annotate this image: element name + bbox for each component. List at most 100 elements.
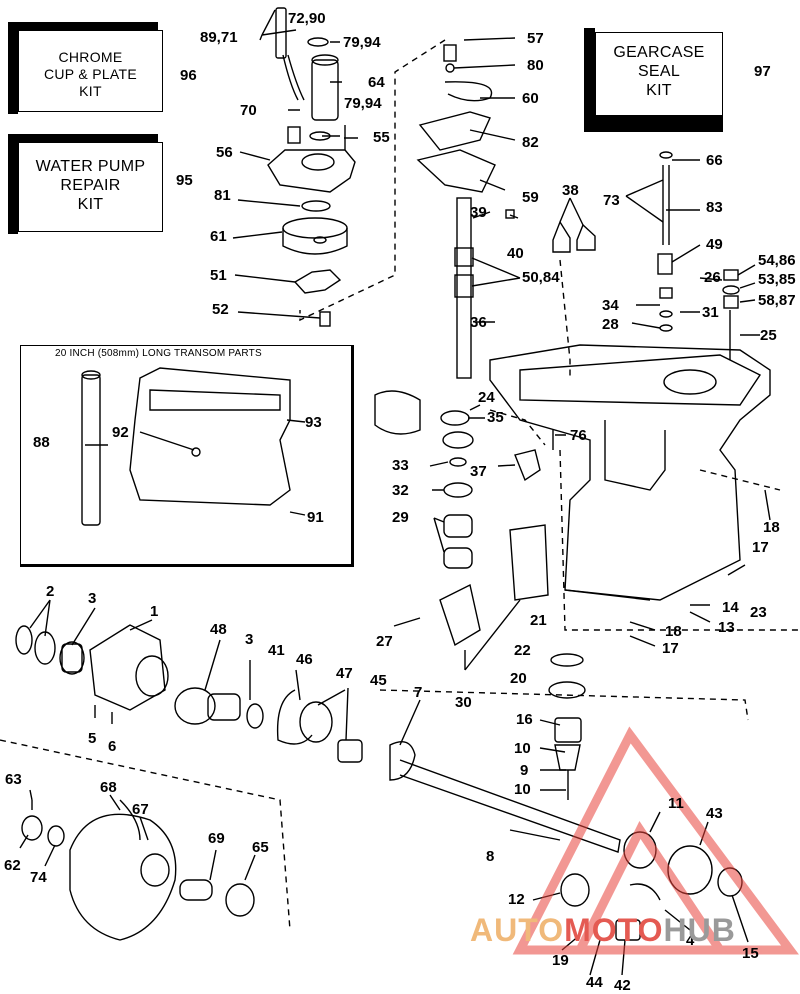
callout-4: 4	[686, 932, 695, 949]
callout-3b: 3	[245, 631, 254, 648]
callout-7: 7	[414, 684, 423, 701]
callout-18: 18	[763, 519, 780, 536]
callout-49: 49	[706, 236, 723, 253]
callout-65: 65	[252, 839, 269, 856]
callout-55: 55	[373, 129, 390, 146]
callout-15: 15	[742, 945, 759, 962]
callout-45: 45	[370, 672, 387, 689]
kit-label-line: WATER PUMP	[35, 158, 146, 175]
callout-43: 43	[706, 805, 723, 822]
callout-20: 20	[510, 670, 527, 687]
kit-label-line: KIT	[79, 83, 102, 99]
callout-32: 32	[392, 482, 409, 499]
callout-26: 26	[704, 269, 721, 286]
kit-label-line: KIT	[646, 82, 672, 99]
callout-91: 91	[307, 509, 324, 526]
callout-44: 44	[586, 974, 603, 991]
callout-47: 47	[336, 665, 353, 682]
callout-76: 76	[570, 427, 587, 444]
callout-67: 67	[132, 801, 149, 818]
callout-48: 48	[210, 621, 227, 638]
kit-label-line: CUP & PLATE	[43, 66, 138, 82]
callout-1: 1	[150, 603, 159, 620]
callout-60: 60	[522, 90, 539, 107]
callout-73: 73	[603, 192, 620, 209]
callout-66: 66	[706, 152, 723, 169]
callout-9: 9	[520, 762, 529, 779]
long-transom-inset-frame	[20, 345, 354, 567]
callout-36: 36	[470, 314, 487, 331]
callout-59: 59	[522, 189, 539, 206]
callout-64: 64	[368, 74, 385, 91]
callout-80: 80	[527, 57, 544, 74]
callout-24: 24	[478, 389, 495, 406]
callout-79-94b: 79,94	[344, 95, 382, 112]
callout-19: 19	[552, 952, 569, 969]
callout-23: 23	[750, 604, 767, 621]
watermark-part: AUTO	[470, 912, 565, 948]
callout-74: 74	[30, 869, 47, 886]
callout-10: 10	[514, 740, 531, 757]
kit-label-line: CHROME	[58, 49, 123, 65]
callout-61: 61	[210, 228, 227, 245]
callout-10b: 10	[514, 781, 531, 798]
callout-53-85: 53,85	[758, 271, 796, 288]
kit-box-shadow	[8, 134, 158, 142]
callout-57: 57	[527, 30, 544, 47]
callout-62: 62	[4, 857, 21, 874]
callout-81: 81	[214, 187, 231, 204]
gearcase-seal-kit-box: GEARCASE SEAL KIT	[595, 32, 723, 116]
callout-50-84: 50,84	[522, 269, 560, 286]
callout-28: 28	[602, 316, 619, 333]
callout-72-90: 72,90	[288, 10, 326, 27]
callout-63: 63	[5, 771, 22, 788]
callout-56: 56	[216, 144, 233, 161]
callout-14: 14	[722, 599, 739, 616]
automotohub-watermark-logo: AUTOMOTOHUB	[470, 912, 736, 949]
kit-number-96: 96	[180, 67, 197, 84]
callout-34: 34	[602, 297, 619, 314]
callout-69: 69	[208, 830, 225, 847]
callout-52: 52	[212, 301, 229, 318]
callout-46: 46	[296, 651, 313, 668]
callout-83: 83	[706, 199, 723, 216]
inset-title: 20 INCH (508mm) LONG TRANSOM PARTS	[55, 348, 262, 359]
callout-92: 92	[112, 424, 129, 441]
kit-box-shadow	[8, 22, 158, 30]
callout-51: 51	[210, 267, 227, 284]
callout-31: 31	[702, 304, 719, 321]
water-pump-repair-kit-box: WATER PUMP REPAIR KIT	[18, 142, 163, 232]
callout-17: 17	[752, 539, 769, 556]
chrome-cup-plate-kit-box: CHROME CUP & PLATE KIT	[18, 30, 163, 112]
callout-12: 12	[508, 891, 525, 908]
callout-68: 68	[100, 779, 117, 796]
kit-box-shadow	[584, 28, 595, 132]
callout-37: 37	[470, 463, 487, 480]
callout-70: 70	[240, 102, 257, 119]
watermark-part: MOTO	[564, 912, 664, 948]
kit-box-shadow	[8, 22, 18, 114]
callout-40: 40	[507, 245, 524, 262]
callout-38: 38	[562, 182, 579, 199]
callout-3: 3	[88, 590, 97, 607]
callout-30: 30	[455, 694, 472, 711]
kit-label-line: REPAIR	[60, 177, 121, 194]
callout-82: 82	[522, 134, 539, 151]
callout-27: 27	[376, 633, 393, 650]
callout-88: 88	[33, 434, 50, 451]
callout-21: 21	[530, 612, 547, 629]
callout-54-86: 54,86	[758, 252, 796, 269]
callout-39: 39	[470, 204, 487, 221]
callout-13: 13	[718, 619, 735, 636]
callout-29: 29	[392, 509, 409, 526]
kit-label-line: KIT	[77, 196, 104, 213]
kit-label-line: GEARCASE	[613, 44, 705, 61]
callout-17b: 17	[662, 640, 679, 657]
callout-35: 35	[487, 409, 504, 426]
callout-6: 6	[108, 738, 117, 755]
callout-25: 25	[760, 327, 777, 344]
callout-41: 41	[268, 642, 285, 659]
callout-33: 33	[392, 457, 409, 474]
callout-8: 8	[486, 848, 495, 865]
